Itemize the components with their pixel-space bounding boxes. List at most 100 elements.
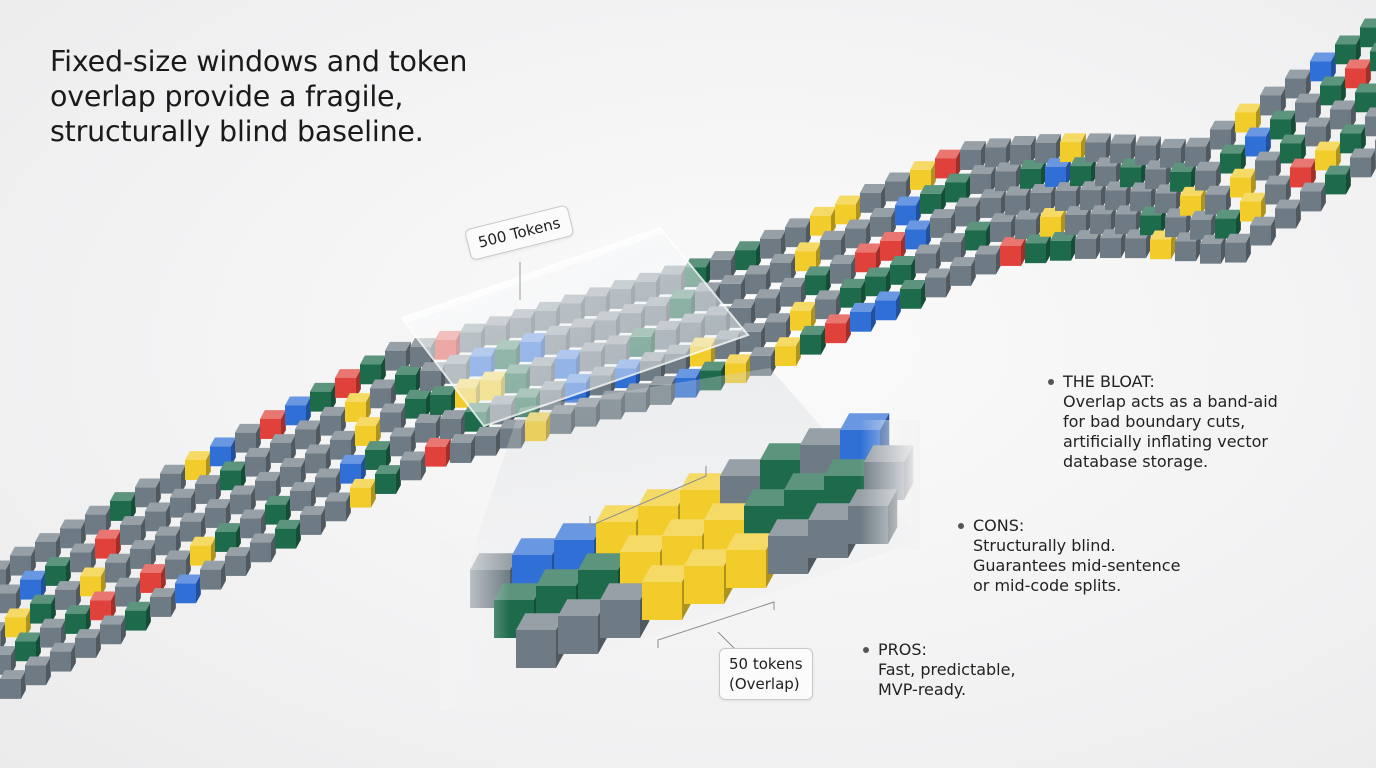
token-cube	[890, 256, 916, 285]
token-cube	[1055, 182, 1081, 211]
token-cube	[1230, 168, 1256, 198]
token-cube	[1035, 134, 1061, 163]
token-cube	[85, 505, 111, 535]
headline-line-1: Fixed-size windows and token	[50, 45, 468, 78]
token-cube	[165, 550, 191, 580]
bullet-bloat-line-2: for bad boundary cuts,	[1063, 412, 1246, 431]
token-cube	[1215, 209, 1241, 239]
token-cube	[310, 382, 336, 412]
token-cube	[100, 615, 126, 645]
bullet-pros-line-2: MVP-ready.	[878, 680, 967, 699]
token-cube	[1285, 69, 1311, 99]
token-cube	[475, 426, 501, 456]
token-cube	[1295, 93, 1321, 123]
bullet-dot	[1048, 379, 1054, 385]
token-cube	[1255, 151, 1281, 181]
token-cube-stream	[0, 18, 1376, 699]
token-cube	[720, 275, 746, 304]
token-cube	[1265, 175, 1291, 205]
token-cube	[800, 325, 826, 355]
token-cube	[280, 458, 306, 487]
bullet-bloat-line-4: database storage.	[1063, 452, 1209, 471]
token-cube	[930, 209, 956, 238]
token-cube	[0, 584, 21, 614]
token-cube	[385, 341, 411, 371]
token-cube	[325, 492, 351, 522]
token-cube	[755, 289, 781, 319]
token-cube	[415, 413, 441, 443]
token-cube	[820, 230, 846, 260]
token-cube	[1340, 124, 1366, 154]
token-cube	[955, 197, 981, 227]
token-cube	[1365, 107, 1376, 137]
token-cube	[875, 291, 901, 321]
token-cube	[70, 543, 96, 573]
token-cube	[780, 277, 806, 307]
token-cube	[1010, 135, 1036, 165]
token-cube	[925, 268, 951, 298]
token-cube	[1245, 127, 1271, 157]
token-cube	[1260, 86, 1286, 116]
token-cube	[1310, 52, 1336, 82]
token-cube	[1250, 216, 1276, 246]
token-cube	[1275, 199, 1301, 229]
token-cube	[60, 519, 86, 549]
token-cube	[1195, 161, 1221, 191]
token-cube	[1075, 230, 1101, 259]
token-cube	[65, 605, 91, 634]
token-cube	[90, 591, 116, 621]
zoomed-token-cube	[600, 583, 650, 638]
token-cube	[775, 337, 801, 367]
token-cube	[1000, 237, 1026, 266]
token-cube	[285, 396, 311, 426]
token-cube	[1370, 42, 1376, 72]
zoomed-token-cube	[726, 533, 776, 588]
token-cube	[95, 529, 121, 559]
bullet-cons-line-2: Guarantees mid-sentence	[973, 556, 1181, 575]
token-cube	[180, 512, 206, 542]
token-cube	[850, 302, 876, 332]
token-cube	[350, 478, 376, 508]
token-cube	[450, 434, 476, 463]
zoomed-token-cube	[558, 599, 608, 654]
token-cube	[815, 290, 841, 320]
token-cube	[1210, 120, 1236, 150]
token-cube	[805, 266, 831, 296]
token-cube	[345, 393, 371, 422]
token-cube	[365, 441, 391, 470]
token-cube	[80, 567, 106, 597]
token-cube	[265, 495, 291, 525]
token-cube	[125, 601, 151, 631]
token-cube	[380, 403, 406, 433]
token-cube	[375, 465, 401, 494]
token-cube	[960, 141, 986, 170]
token-cube	[1025, 234, 1051, 264]
bullet-cons-title: CONS:	[973, 516, 1025, 535]
token-cube	[1345, 59, 1371, 89]
zoomed-token-cube	[684, 549, 734, 604]
token-cube	[195, 475, 221, 504]
token-cube	[185, 451, 211, 480]
overlap-label-line-1: 50 tokens	[729, 655, 803, 673]
token-cube	[1135, 136, 1161, 166]
token-cube	[35, 533, 61, 562]
token-cube	[1205, 185, 1231, 215]
token-cube	[330, 430, 356, 460]
token-cube	[1355, 83, 1376, 113]
token-cube	[115, 577, 141, 607]
token-cube	[120, 516, 146, 545]
bullet-pros: PROS: Fast, predictable, MVP-ready.	[863, 640, 1016, 700]
token-cube	[870, 208, 896, 237]
token-cube	[1225, 233, 1251, 263]
token-cube	[360, 355, 386, 385]
token-cube	[1110, 134, 1136, 164]
token-cube	[810, 206, 836, 236]
token-cube	[1105, 181, 1131, 211]
token-cube	[205, 499, 231, 528]
token-cube	[1090, 205, 1116, 235]
token-cube	[1220, 144, 1246, 174]
token-cube	[315, 468, 341, 498]
token-cube	[910, 161, 936, 190]
token-cube	[430, 386, 456, 415]
